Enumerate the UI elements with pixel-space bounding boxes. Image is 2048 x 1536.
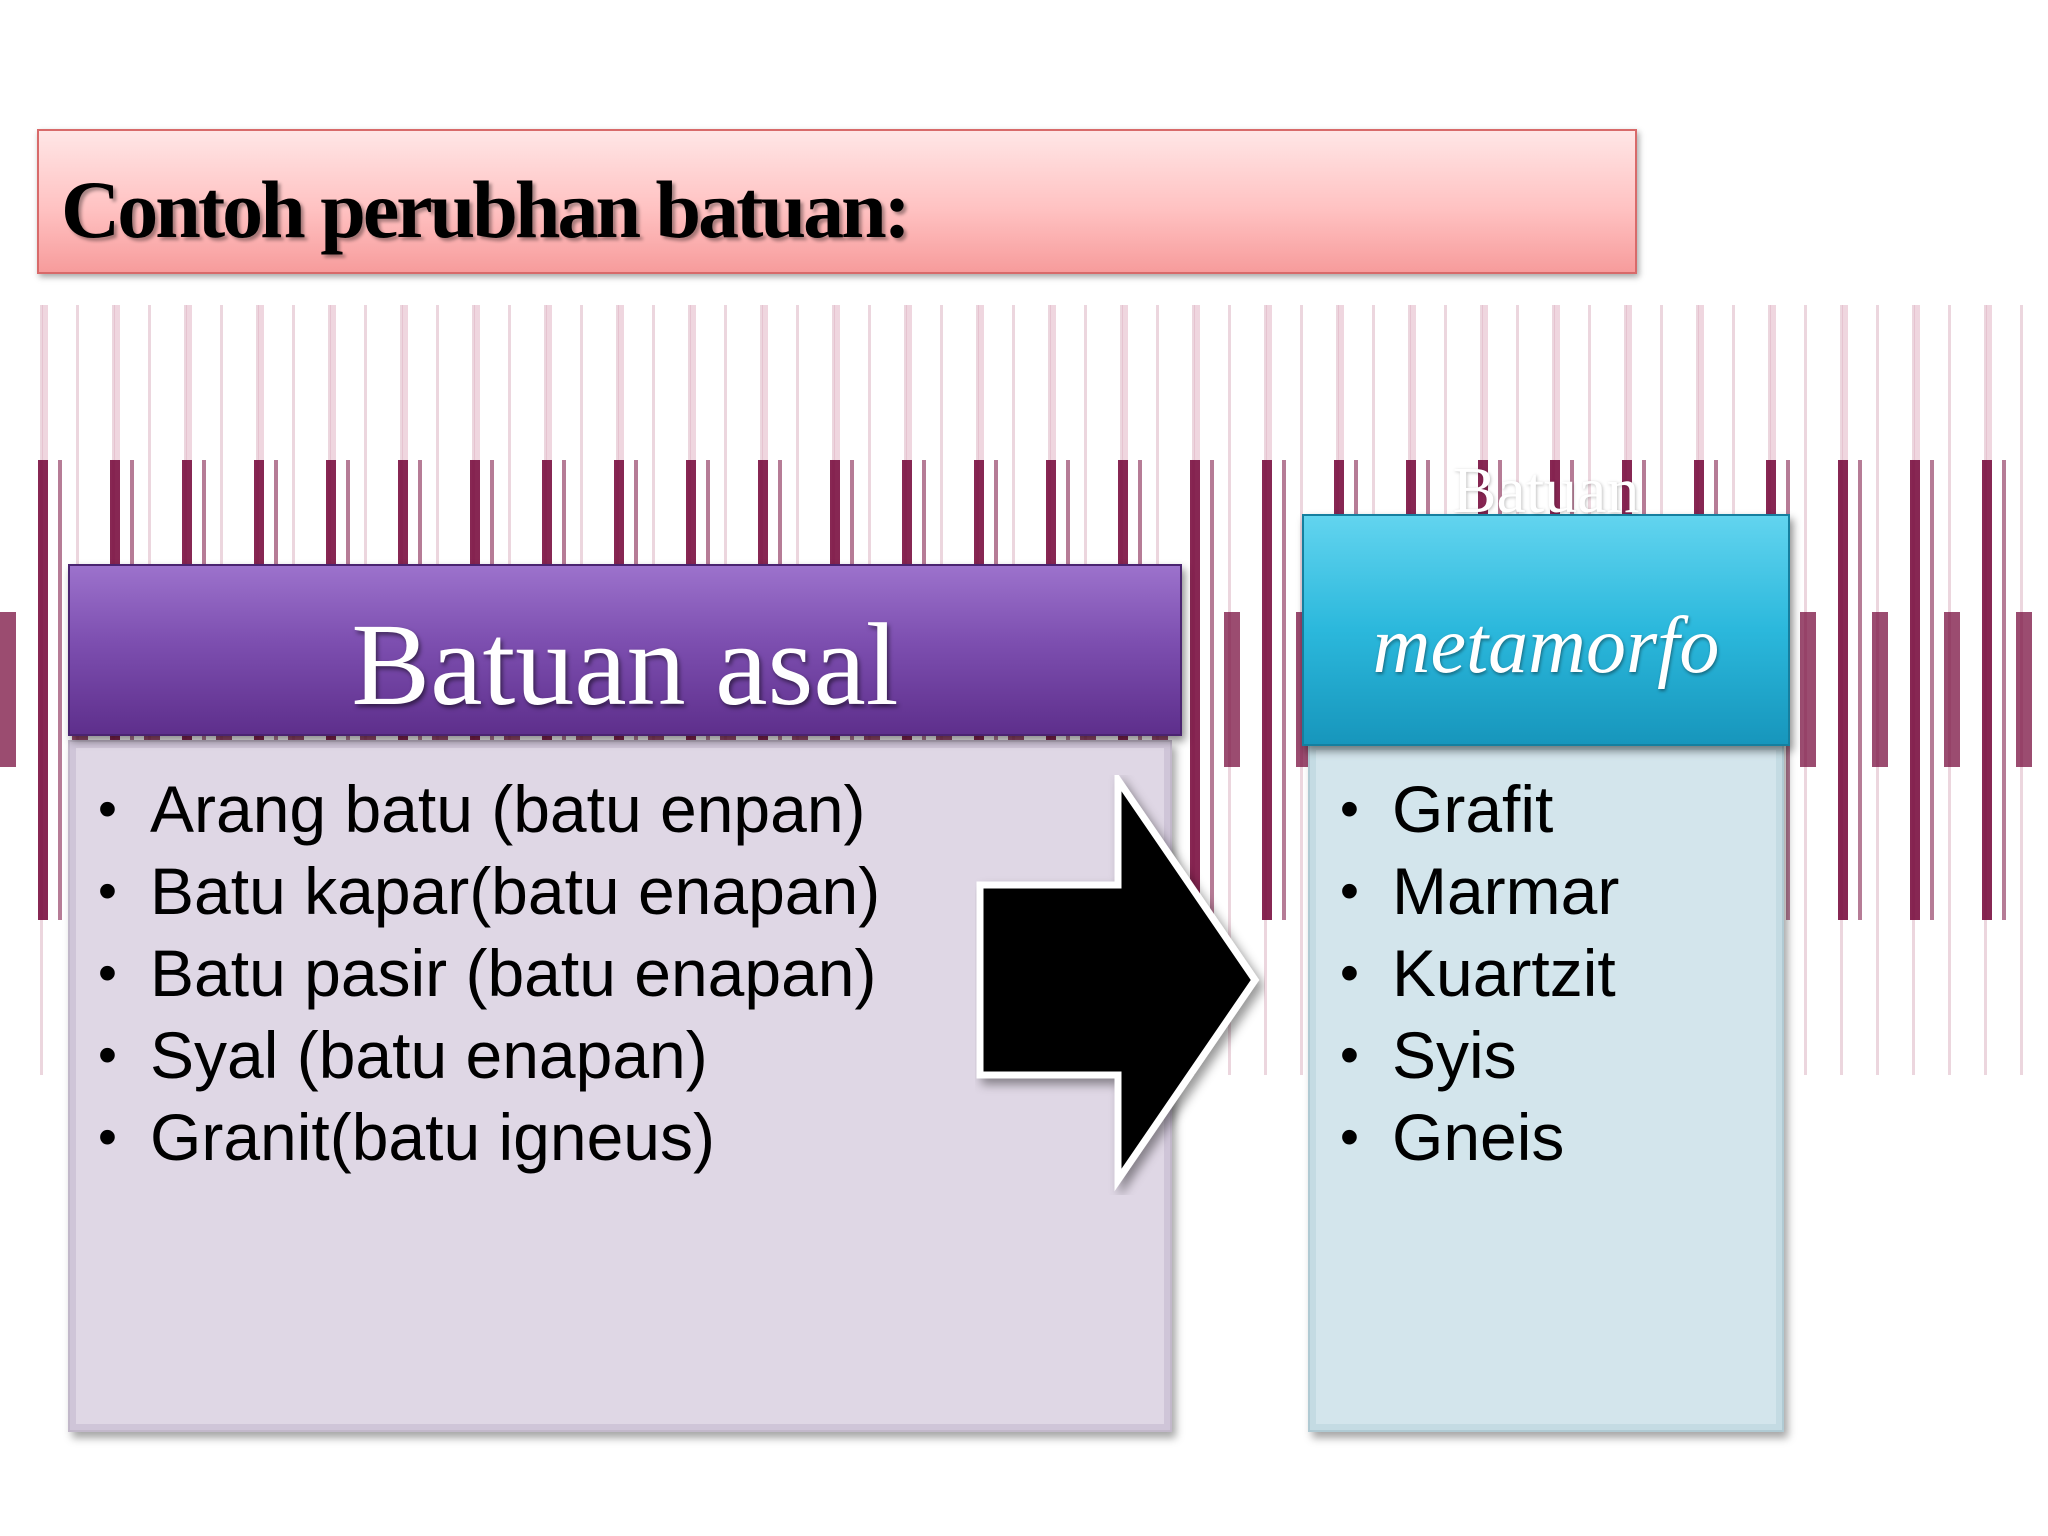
background-stripe — [186, 305, 192, 460]
bullet-icon: • — [1340, 1025, 1359, 1085]
list-item: • Batu pasir (batu enapan) — [96, 932, 880, 1014]
list-item-text: Syis — [1392, 1018, 1517, 1092]
background-stripe — [1698, 305, 1704, 460]
bullet-icon: • — [98, 1107, 117, 1167]
background-stripe — [906, 305, 912, 460]
background-stripe — [258, 305, 264, 460]
background-stripe — [1554, 305, 1560, 460]
list-item-text: Granit(batu igneus) — [150, 1100, 715, 1174]
background-stripe — [1770, 305, 1776, 460]
background-stripe — [1050, 305, 1056, 460]
slide-title: Contoh perubhan batuan: — [61, 164, 911, 255]
background-stripe — [1838, 460, 1848, 920]
right-panel-body — [1308, 742, 1784, 1432]
list-item-text: Marmar — [1392, 854, 1620, 928]
background-stripe — [1282, 460, 1286, 920]
background-stripe — [2002, 460, 2006, 920]
background-stripe — [1800, 612, 1816, 767]
background-stripe — [1190, 460, 1200, 920]
bullet-icon: • — [98, 779, 117, 839]
background-stripe — [1224, 612, 1240, 767]
background-stripe — [1858, 460, 1862, 920]
background-stripe — [1210, 460, 1214, 920]
background-stripe — [1482, 305, 1488, 460]
right-panel-title-line1: Batuan — [1452, 454, 1640, 527]
background-stripe — [2016, 612, 2032, 767]
background-stripe — [1266, 305, 1272, 460]
right-panel-header: Batuan metamorfo — [1302, 458, 1790, 746]
background-stripe — [1338, 305, 1344, 460]
background-stripe — [762, 305, 768, 460]
background-stripe — [1122, 305, 1128, 460]
background-stripe — [58, 460, 62, 920]
list-item-text: Batu kapar(batu enapan) — [150, 854, 881, 928]
background-stripe — [690, 305, 696, 460]
left-item-list: • Arang batu (batu enpan) • Batu kapar(bat… — [96, 768, 880, 1178]
background-stripe — [42, 305, 48, 460]
list-item: • Syis — [1338, 1014, 1619, 1096]
bullet-icon: • — [1340, 943, 1359, 1003]
background-stripe — [402, 305, 408, 460]
background-stripe — [38, 460, 48, 920]
background-stripe — [1910, 460, 1920, 920]
background-stripe — [474, 305, 480, 460]
list-item-text: Kuartzit — [1392, 936, 1616, 1010]
list-item-text: Grafit — [1392, 772, 1554, 846]
background-stripe — [546, 305, 552, 460]
background-stripe — [1262, 460, 1272, 920]
bullet-icon: • — [98, 861, 117, 921]
background-stripe — [1872, 612, 1888, 767]
right-panel-title-line2: metamorfo — [1372, 602, 1720, 690]
background-stripe — [1944, 612, 1960, 767]
background-stripe — [1982, 460, 1992, 920]
bullet-icon: • — [98, 1025, 117, 1085]
list-item: • Arang batu (batu enpan) — [96, 768, 880, 850]
bullet-icon: • — [98, 943, 117, 1003]
background-stripe — [978, 305, 984, 460]
list-item: • Kuartzit — [1338, 932, 1619, 1014]
list-item: • Syal (batu enapan) — [96, 1014, 880, 1096]
list-item: • Granit(batu igneus) — [96, 1096, 880, 1178]
bullet-icon: • — [1340, 861, 1359, 921]
background-stripe — [1410, 305, 1416, 460]
background-stripe — [114, 305, 120, 460]
background-stripe — [618, 305, 624, 460]
list-item-text: Batu pasir (batu enapan) — [150, 936, 877, 1010]
background-stripe — [1930, 460, 1934, 920]
list-item: • Grafit — [1338, 768, 1619, 850]
background-stripe — [1626, 305, 1632, 460]
list-item: • Marmar — [1338, 850, 1619, 932]
bullet-icon: • — [1340, 779, 1359, 839]
right-item-list: • Grafit • Marmar • Kuartzit • Syis • Gneis — [1338, 768, 1619, 1178]
background-stripe — [1986, 305, 1992, 460]
background-stripe — [1914, 305, 1920, 460]
list-item-text: Arang batu (batu enpan) — [150, 772, 866, 846]
list-item-text: Gneis — [1392, 1100, 1565, 1174]
left-panel-title: Batuan asal — [351, 599, 899, 730]
background-stripe — [1842, 305, 1848, 460]
background-stripe — [0, 612, 16, 767]
left-panel-header: Batuan asal — [68, 564, 1182, 736]
background-stripe — [1194, 305, 1200, 460]
right-arrow-icon — [976, 775, 1260, 1192]
background-stripe — [834, 305, 840, 460]
title-bar: Contoh perubhan batuan: — [37, 129, 1637, 274]
list-item: • Gneis — [1338, 1096, 1619, 1178]
list-item-text: Syal (batu enapan) — [150, 1018, 708, 1092]
bullet-icon: • — [1340, 1107, 1359, 1167]
list-item: • Batu kapar(batu enapan) — [96, 850, 880, 932]
background-stripe — [330, 305, 336, 460]
left-panel-body — [68, 740, 1172, 1432]
